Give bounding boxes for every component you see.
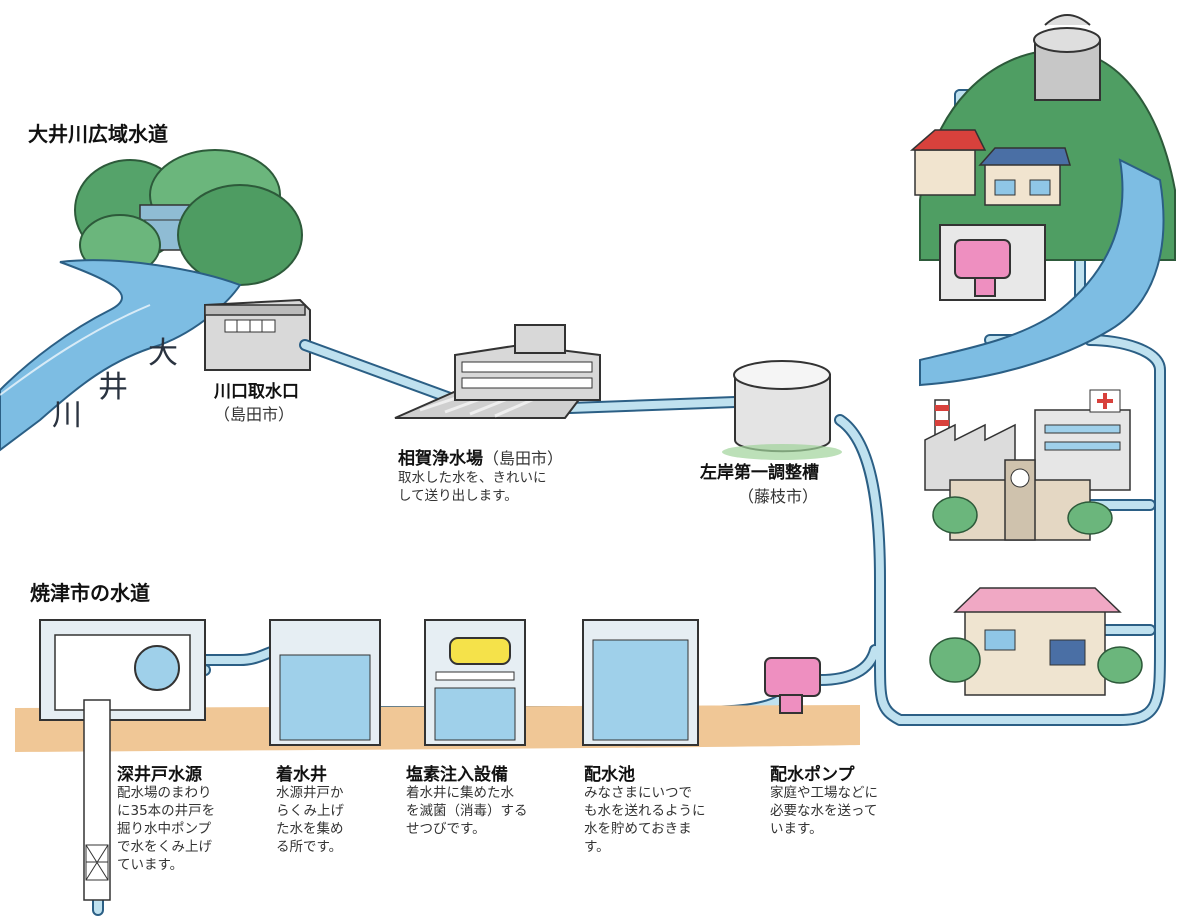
reservoir-desc-line: 水を貯めておきま [584, 821, 692, 837]
receiving-well [269, 619, 381, 746]
reservoir-desc-line: も水を送れるように [584, 803, 706, 819]
regulating-name: 左岸第一調整槽 [700, 463, 819, 483]
reservoir [582, 619, 699, 746]
deepwell-desc-line: ています。 [117, 857, 184, 873]
deepwell-desc-line: で水をくみ上げ [117, 839, 213, 855]
pump-desc-line: 家庭や工場などに [770, 785, 878, 801]
receiving-desc-line: た水を集め [276, 821, 344, 837]
purification-desc-line: して送り出します。 [398, 488, 518, 504]
upstream-hills [74, 149, 303, 286]
chlorine-desc-line: 着水井に集めた水 [406, 785, 514, 801]
regulating-tank [722, 360, 842, 460]
intake-location: （島田市） [214, 405, 295, 424]
receiving-desc-line: る所です。 [276, 839, 343, 855]
school [932, 459, 1113, 541]
purification-desc: 取水した水を、きれいに して送り出します。 [398, 469, 628, 505]
section-title-yaizu: 焼津市の水道 [30, 581, 150, 605]
intake-name: 川口取水口 [214, 382, 299, 402]
deepwell-building [39, 619, 206, 901]
deepwell-name: 深井戸水源 [117, 765, 202, 785]
receiving-desc-line: らくみ上げ [276, 803, 345, 819]
chlorine-desc-line: を滅菌（消毒）する [406, 803, 528, 819]
chlorine-desc: 着水井に集めた水 を滅菌（消毒）する せつびです。 [406, 784, 566, 838]
section-title-oigawa: 大井川広域水道 [28, 122, 168, 146]
hill-houses [909, 129, 1072, 206]
receiving-name: 着水井 [276, 765, 327, 785]
pump-desc-line: います。 [770, 821, 823, 837]
pump-name: 配水ポンプ [770, 765, 855, 785]
pump-station-upper [939, 224, 1046, 301]
reservoir-desc-line: みなさまにいつで [584, 785, 692, 801]
receiving-desc: 水源井戸か らくみ上げ た水を集め る所です。 [276, 784, 386, 856]
chlorine-facility [424, 619, 526, 746]
regulating-location: （藤枝市） [738, 487, 819, 506]
reservoir-name: 配水池 [584, 765, 635, 785]
purification-name: 相賀浄水場 [398, 449, 483, 469]
intake-building [204, 298, 311, 371]
factory-hospital [924, 389, 1131, 491]
deepwell-desc: 配水場のまわり に35本の井戸を 掘り水中ポンプ で水をくみ上げ ています。 [117, 784, 267, 874]
deepwell-desc-line: 配水場のまわり [117, 785, 212, 801]
reservoir-desc-line: す。 [584, 839, 610, 855]
oi-river [0, 259, 242, 452]
distribution-pump [764, 657, 821, 714]
purification-plant [394, 324, 601, 419]
pump-desc-line: 必要な水を送って [770, 803, 878, 819]
water-tower [1033, 14, 1101, 101]
purification-title: 相賀浄水場（島田市） [398, 444, 563, 469]
river-char-3: 川 [52, 398, 82, 433]
pump-desc: 家庭や工場などに 必要な水を送って います。 [770, 784, 930, 838]
purification-desc-line: 取水した水を、きれいに [398, 470, 547, 486]
chlorine-desc-line: せつびです。 [406, 821, 486, 837]
river-char-2: 井 [98, 370, 128, 405]
right-river [919, 158, 1165, 387]
chlorine-name: 塩素注入設備 [406, 765, 508, 785]
river-char-1: 大 [148, 336, 178, 371]
deepwell-desc-line: 掘り水中ポンプ [117, 821, 212, 837]
receiving-desc-line: 水源井戸か [276, 785, 344, 801]
deepwell-desc-line: に35本の井戸を [117, 803, 216, 819]
reservoir-desc: みなさまにいつで も水を送れるように 水を貯めておきま す。 [584, 784, 744, 856]
purification-location: （島田市） [483, 449, 564, 468]
house [929, 587, 1143, 696]
